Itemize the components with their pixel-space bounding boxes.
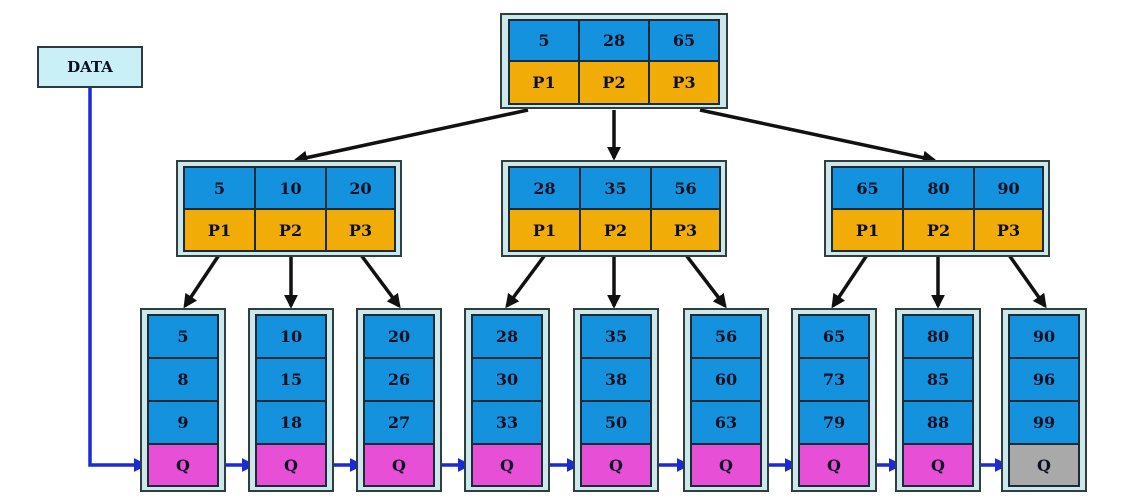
internal-to-leaf-4-arrow [505,253,547,309]
leaf-5-key-1: 35 [580,314,652,359]
data-entry-label: DATA [67,58,113,76]
leaf-2-key-1: 10 [255,314,327,359]
leaf-7-key-3: 79 [798,400,870,445]
leaf-1-next-pointer: Q [147,443,219,487]
internal-1-pointer-1: P1 [183,208,256,252]
leaf-4-key-1: 28 [471,314,543,359]
leaf-2-next-pointer: Q [255,443,327,487]
leaf-6-key-1: 56 [690,314,762,359]
root-to-internal-1-arrow [293,108,529,165]
internal-1-key-1: 5 [183,166,256,210]
internal-1-pointer-3: P3 [325,208,396,252]
root-pointer-3: P3 [648,60,720,105]
root-pointer-2: P2 [578,60,650,105]
internal-1-key-3: 20 [325,166,396,210]
internal-3-key-2: 80 [902,166,975,210]
leaf-7-key-2: 73 [798,357,870,402]
internal-2-key-3: 56 [650,166,721,210]
internal-2-key-1: 28 [508,166,581,210]
leaf-3-next-pointer: Q [363,443,435,487]
leaf-2-key-2: 15 [255,357,327,402]
leaf-9-key-2: 96 [1008,357,1080,402]
leaf-8-key-2: 85 [902,357,974,402]
leaf-9-next-pointer: Q [1008,443,1080,487]
internal-3-pointer-1: P1 [831,208,904,252]
root-key-1: 5 [508,19,580,62]
internal-to-leaf-9-arrow [1007,253,1047,309]
internal-3-key-1: 65 [831,166,904,210]
leaf-8-key-1: 80 [902,314,974,359]
internal-to-leaf-7-arrow [831,254,869,309]
leaf-6-next-pointer: Q [690,443,762,487]
root-pointer-1: P1 [508,60,580,105]
leaf-1-key-3: 9 [147,400,219,445]
internal-to-leaf-3-arrow [359,253,401,309]
internal-1-pointer-2: P2 [254,208,327,252]
leaf-8-key-3: 88 [902,400,974,445]
root-to-internal-3-arrow [699,108,937,165]
internal-2-pointer-2: P2 [579,208,652,252]
leaf-8-next-pointer: Q [902,443,974,487]
leaf-1-key-1: 5 [147,314,219,359]
leaf-2-key-3: 18 [255,400,327,445]
internal-3-key-3: 90 [973,166,1044,210]
leaf-6-key-3: 63 [690,400,762,445]
internal-to-leaf-1-arrow [183,254,221,309]
internal-3-pointer-3: P3 [973,208,1044,252]
root-key-3: 65 [648,19,720,62]
leaf-4-key-3: 33 [471,400,543,445]
internal-2-pointer-3: P3 [650,208,721,252]
internal-2-key-2: 35 [579,166,652,210]
internal-2-pointer-1: P1 [508,208,581,252]
leaf-5-key-3: 50 [580,400,652,445]
leaf-6-key-2: 60 [690,357,762,402]
leaf-4-key-2: 30 [471,357,543,402]
leaf-3-key-2: 26 [363,357,435,402]
internal-to-leaf-6-arrow [684,253,727,309]
leaf-9-key-1: 90 [1008,314,1080,359]
leaf-9-key-3: 99 [1008,400,1080,445]
leaf-7-next-pointer: Q [798,443,870,487]
data-entry-box: DATA [37,46,143,88]
leaf-4-next-pointer: Q [471,443,543,487]
leaf-5-key-2: 38 [580,357,652,402]
leaf-1-key-2: 8 [147,357,219,402]
leaf-3-key-3: 27 [363,400,435,445]
leaf-7-key-1: 65 [798,314,870,359]
root-key-2: 28 [578,19,650,62]
leaf-3-key-1: 20 [363,314,435,359]
internal-3-pointer-2: P2 [902,208,975,252]
internal-1-key-2: 10 [254,166,327,210]
leaf-5-next-pointer: Q [580,443,652,487]
data-entry-connector [88,88,148,472]
